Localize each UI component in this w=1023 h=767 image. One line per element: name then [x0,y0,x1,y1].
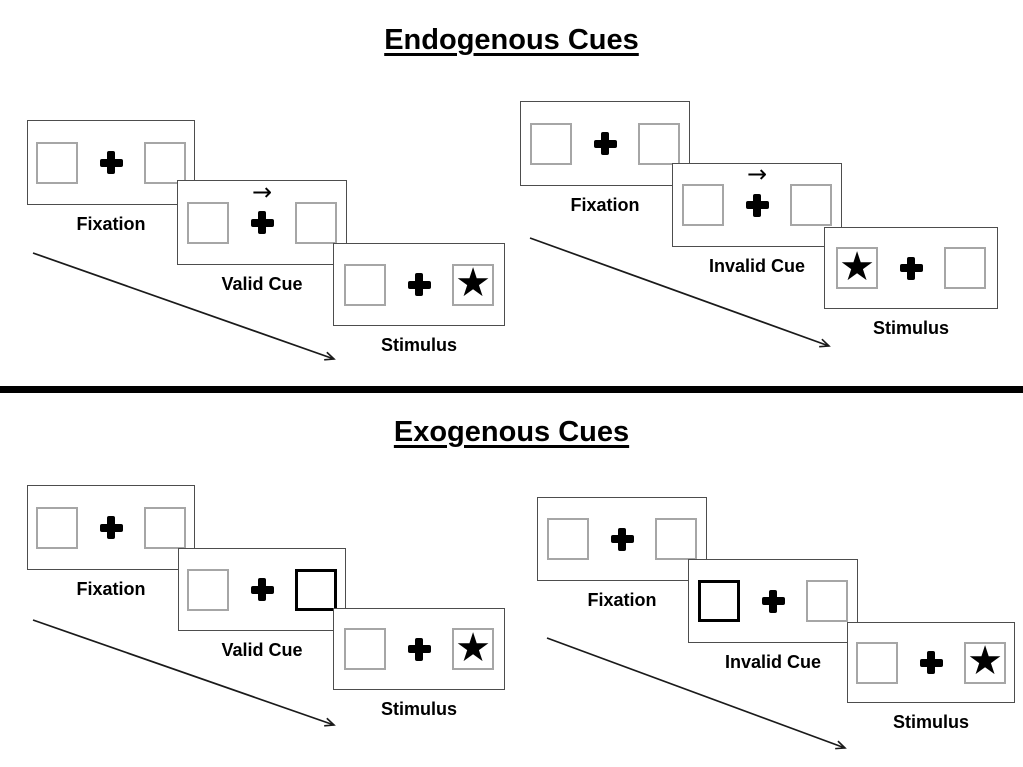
left-box [187,201,229,244]
fixation-point [608,518,636,560]
cue-screen: → [672,162,842,247]
fixation-screen [520,101,690,186]
endo-invalid-cue-panel: → Invalid Cue [672,162,842,277]
panel-label: Stimulus [892,712,969,732]
endogenous-section-title: Endogenous Cues [384,24,639,56]
panel-label: Stimulus [380,335,457,355]
stimulus-screen: ★ [333,608,505,690]
right-box [638,122,680,165]
fixation-screen [27,120,195,205]
fixation-point [917,642,945,684]
fixation-cross-icon [407,273,431,296]
endo-invalid-stimulus-panel: ★ Stimulus [824,227,998,339]
fixation-point [759,580,787,622]
right-box [806,580,848,622]
exo-valid-cue-panel: Valid Cue [178,548,346,661]
exo-valid-stimulus-panel: ★ Stimulus [333,608,505,720]
right-box: ★ [452,628,494,670]
fixation-cross-icon [745,193,769,217]
left-box [36,506,78,549]
right-box [790,184,832,226]
left-box: ★ [836,247,878,289]
cue-screen: → [177,180,347,265]
right-box [655,518,697,560]
right-box [144,141,186,184]
star-icon: ★ [967,638,1003,684]
fixation-cross-icon [899,256,923,280]
endo-valid-cue-panel: → Valid Cue [177,180,347,295]
left-box [187,568,229,611]
fixation-cross-icon [250,211,274,234]
left-box [547,518,589,560]
fixation-point [405,264,433,306]
endo-invalid-fixation-panel: Fixation [520,101,690,216]
fixation-point [97,142,125,184]
exo-valid-fixation-panel: Fixation [27,485,195,600]
fixation-point: → [248,180,276,244]
fixation-cross-icon [99,151,123,174]
panel-label: Fixation [76,579,146,599]
left-box [344,628,386,670]
fixation-point [405,628,433,670]
cue-screen [178,548,346,631]
fixation-cross-icon [610,527,634,551]
fixation-cross-icon [99,516,123,539]
left-box [856,641,898,684]
exo-invalid-stimulus-panel: ★ Stimulus [847,622,1015,733]
fixation-point [591,123,619,165]
panel-label: Fixation [76,214,146,234]
fixation-cross-icon [250,578,274,601]
panel-label: Invalid Cue [708,256,806,276]
endo-valid-fixation-panel: Fixation [27,120,195,235]
fixation-point [248,569,276,611]
fixation-screen [537,497,707,581]
endo-valid-stimulus-panel: ★ Stimulus [333,243,505,356]
right-box [944,247,986,289]
right-box: ★ [452,260,494,306]
right-box-cue [295,568,337,611]
panel-label: Valid Cue [221,274,303,294]
fixation-cross-icon [593,132,617,155]
section-divider [0,386,1023,393]
exo-invalid-fixation-panel: Fixation [537,497,707,611]
left-box [36,141,78,184]
panel-label: Fixation [570,195,640,215]
star-icon: ★ [839,243,875,290]
left-box-cue [698,580,740,622]
stimulus-screen: ★ [824,227,998,309]
exogenous-section-title: Exogenous Cues [393,416,630,448]
fixation-screen [27,485,195,570]
right-box: ★ [964,638,1006,684]
fixation-point: → [743,162,771,226]
left-box [682,184,724,226]
stimulus-screen: ★ [847,622,1015,703]
star-icon: ★ [455,260,491,306]
cue-screen [688,559,858,643]
left-box [344,263,386,306]
fixation-cross-icon [761,589,785,613]
stimulus-screen: ★ [333,243,505,326]
panel-label: Fixation [587,590,657,610]
fixation-cross-icon [407,637,431,661]
star-icon: ★ [455,624,491,671]
panel-label: Valid Cue [221,640,303,660]
right-box [144,506,186,549]
left-box [530,122,572,165]
arrow-right-icon: → [251,177,273,206]
fixation-point [97,507,125,549]
arrow-right-icon: → [746,160,768,188]
panel-label: Stimulus [872,318,949,338]
panel-label: Stimulus [380,699,457,719]
fixation-point [897,247,925,289]
fixation-cross-icon [919,651,943,674]
right-box [295,201,337,244]
exo-invalid-cue-panel: Invalid Cue [688,559,858,673]
panel-label: Invalid Cue [724,652,822,672]
